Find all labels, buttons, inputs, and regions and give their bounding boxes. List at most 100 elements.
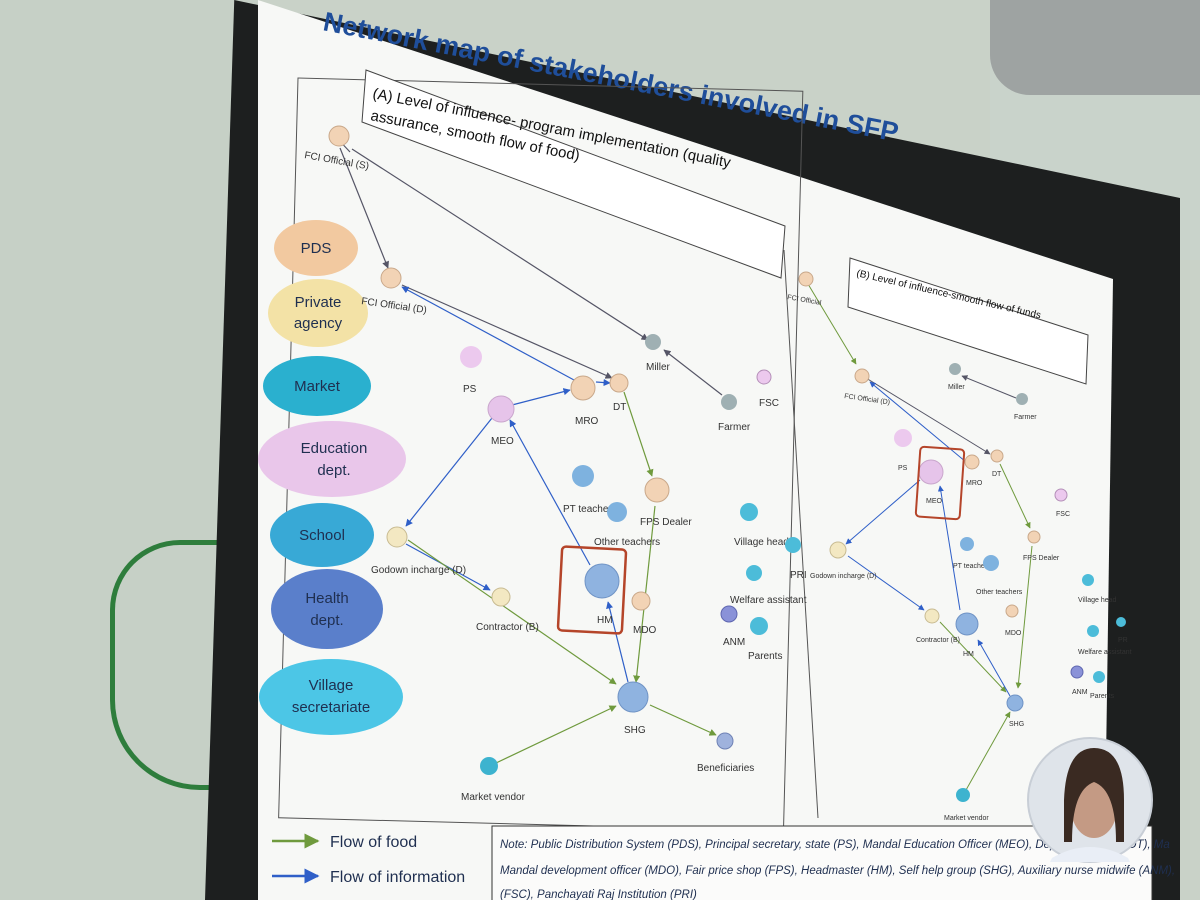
panel-b-heading-box bbox=[847, 257, 1089, 385]
node-b-mdo[interactable] bbox=[1005, 604, 1019, 618]
node-godown[interactable] bbox=[386, 526, 408, 548]
node-ps-label: PS bbox=[463, 384, 477, 395]
node-mro[interactable] bbox=[570, 375, 596, 401]
node-fci-d[interactable] bbox=[380, 267, 402, 289]
edge-hm-meo bbox=[509, 419, 591, 566]
node-parents[interactable] bbox=[750, 617, 768, 635]
node-fsc-label: FSC bbox=[759, 398, 779, 409]
node-fsc[interactable] bbox=[756, 369, 772, 385]
panel-b-edges bbox=[807, 283, 1033, 791]
node-b-meo[interactable] bbox=[918, 459, 944, 485]
node-b-anm[interactable] bbox=[1070, 665, 1084, 679]
node-mdo-label: MDO bbox=[633, 625, 657, 636]
panel-a-heading-box bbox=[361, 69, 786, 279]
node-dt[interactable] bbox=[609, 373, 629, 393]
node-b-hm[interactable] bbox=[955, 612, 979, 636]
node-b-market-vendor-label: Market vendor bbox=[944, 815, 989, 822]
legend-private-label-1: Private bbox=[295, 294, 342, 311]
node-other-teachers[interactable] bbox=[607, 502, 627, 522]
node-b-fci-s[interactable] bbox=[798, 271, 814, 287]
presenter-face bbox=[1071, 778, 1117, 838]
legend-education-swatch bbox=[258, 421, 406, 497]
legend-health-swatch bbox=[271, 569, 383, 649]
legend-pds-swatch bbox=[274, 220, 358, 276]
node-meo[interactable] bbox=[487, 395, 515, 423]
legend-market-label: Market bbox=[294, 378, 341, 395]
node-beneficiaries-label: Beneficiaries bbox=[697, 763, 754, 774]
node-b-farmer[interactable] bbox=[1016, 393, 1028, 405]
node-b-shg-label: SHG bbox=[1009, 721, 1024, 728]
node-welfare-label: Welfare assistant bbox=[730, 595, 807, 606]
key-food-label: Flow of food bbox=[330, 834, 417, 851]
node-fci-s[interactable] bbox=[328, 125, 350, 147]
node-b-godown[interactable] bbox=[829, 541, 847, 559]
note-box: Note: Public Distribution System (PDS), … bbox=[491, 825, 1175, 900]
edge-b-hm-meo bbox=[937, 485, 961, 611]
hm-highlight-box bbox=[556, 545, 628, 635]
node-b-ps-label: PS bbox=[898, 465, 908, 472]
node-b-pri-label: PR bbox=[1118, 637, 1128, 644]
node-b-meo-label: MEO bbox=[926, 498, 943, 505]
node-shg[interactable] bbox=[617, 681, 649, 713]
node-anm[interactable] bbox=[720, 605, 738, 623]
node-miller[interactable] bbox=[645, 334, 661, 350]
node-pri[interactable] bbox=[785, 537, 801, 553]
edge-b-mro-fcid bbox=[869, 381, 967, 463]
legend-education-label-2: dept. bbox=[317, 462, 350, 479]
edge-b-farmer-miller bbox=[961, 375, 1017, 399]
node-fci-d-label: FCI Official (D) bbox=[361, 296, 428, 316]
panel-a-nodes: FCI Official (S) FCI Official (D) PS MEO… bbox=[303, 125, 807, 803]
node-pt-teacher[interactable] bbox=[572, 465, 594, 487]
edge-b-godown-contractor bbox=[847, 555, 925, 611]
legend-health-label-2: dept. bbox=[310, 612, 343, 629]
node-mro-label: MRO bbox=[575, 416, 599, 427]
node-b-fci-d[interactable] bbox=[854, 368, 870, 384]
edge-b-vendor-shg bbox=[965, 711, 1011, 791]
node-b-dt-label: DT bbox=[992, 471, 1002, 478]
edge-b-fcis-fcid bbox=[807, 283, 857, 365]
node-village-head[interactable] bbox=[740, 503, 758, 521]
node-b-fsc[interactable] bbox=[1054, 488, 1068, 502]
node-b-ps[interactable] bbox=[894, 429, 912, 447]
edge-fcid-dt bbox=[401, 284, 613, 379]
node-b-dt[interactable] bbox=[990, 449, 1004, 463]
node-b-other-teachers-label: Other teachers bbox=[976, 589, 1023, 596]
edge-meo-mro bbox=[511, 388, 571, 406]
node-b-contractor[interactable] bbox=[924, 608, 940, 624]
note-line-1: Note: Public Distribution System (PDS), … bbox=[500, 839, 1170, 851]
legend-private-swatch bbox=[268, 279, 368, 347]
node-beneficiaries[interactable] bbox=[716, 732, 734, 750]
edge-b-shg-hm bbox=[977, 639, 1011, 697]
node-b-fps-dealer[interactable] bbox=[1027, 530, 1041, 544]
node-b-market-vendor[interactable] bbox=[956, 788, 970, 802]
node-hm[interactable] bbox=[584, 563, 620, 599]
node-b-pri[interactable] bbox=[1116, 617, 1126, 627]
node-b-pt-teacher[interactable] bbox=[960, 537, 974, 551]
node-contractor[interactable] bbox=[491, 587, 511, 607]
edge-meo-godown bbox=[405, 417, 493, 527]
node-farmer[interactable] bbox=[721, 394, 737, 410]
node-b-parents-label: Parents bbox=[1090, 693, 1115, 700]
node-b-parents[interactable] bbox=[1093, 671, 1105, 683]
node-fps-dealer[interactable] bbox=[644, 477, 670, 503]
node-b-other-teachers[interactable] bbox=[983, 555, 999, 571]
node-ps[interactable] bbox=[460, 346, 482, 368]
node-b-welfare[interactable] bbox=[1087, 625, 1099, 637]
edge-b-dt-fps bbox=[999, 463, 1031, 529]
webcam-overlay bbox=[1027, 737, 1153, 863]
node-b-village-head[interactable] bbox=[1082, 574, 1094, 586]
node-market-vendor[interactable] bbox=[480, 757, 498, 775]
node-mdo[interactable] bbox=[631, 591, 651, 611]
node-other-teachers-label: Other teachers bbox=[594, 537, 660, 548]
legend-market-swatch bbox=[263, 356, 371, 416]
node-b-miller[interactable] bbox=[949, 363, 961, 375]
node-contractor-label: Contractor (B) bbox=[476, 622, 539, 633]
node-welfare[interactable] bbox=[746, 565, 762, 581]
edge-dt-fps bbox=[623, 391, 654, 477]
node-meo-label: MEO bbox=[491, 436, 514, 447]
node-b-mro[interactable] bbox=[964, 454, 980, 470]
node-village-head-label: Village head bbox=[734, 537, 789, 548]
node-b-shg[interactable] bbox=[1006, 694, 1024, 712]
